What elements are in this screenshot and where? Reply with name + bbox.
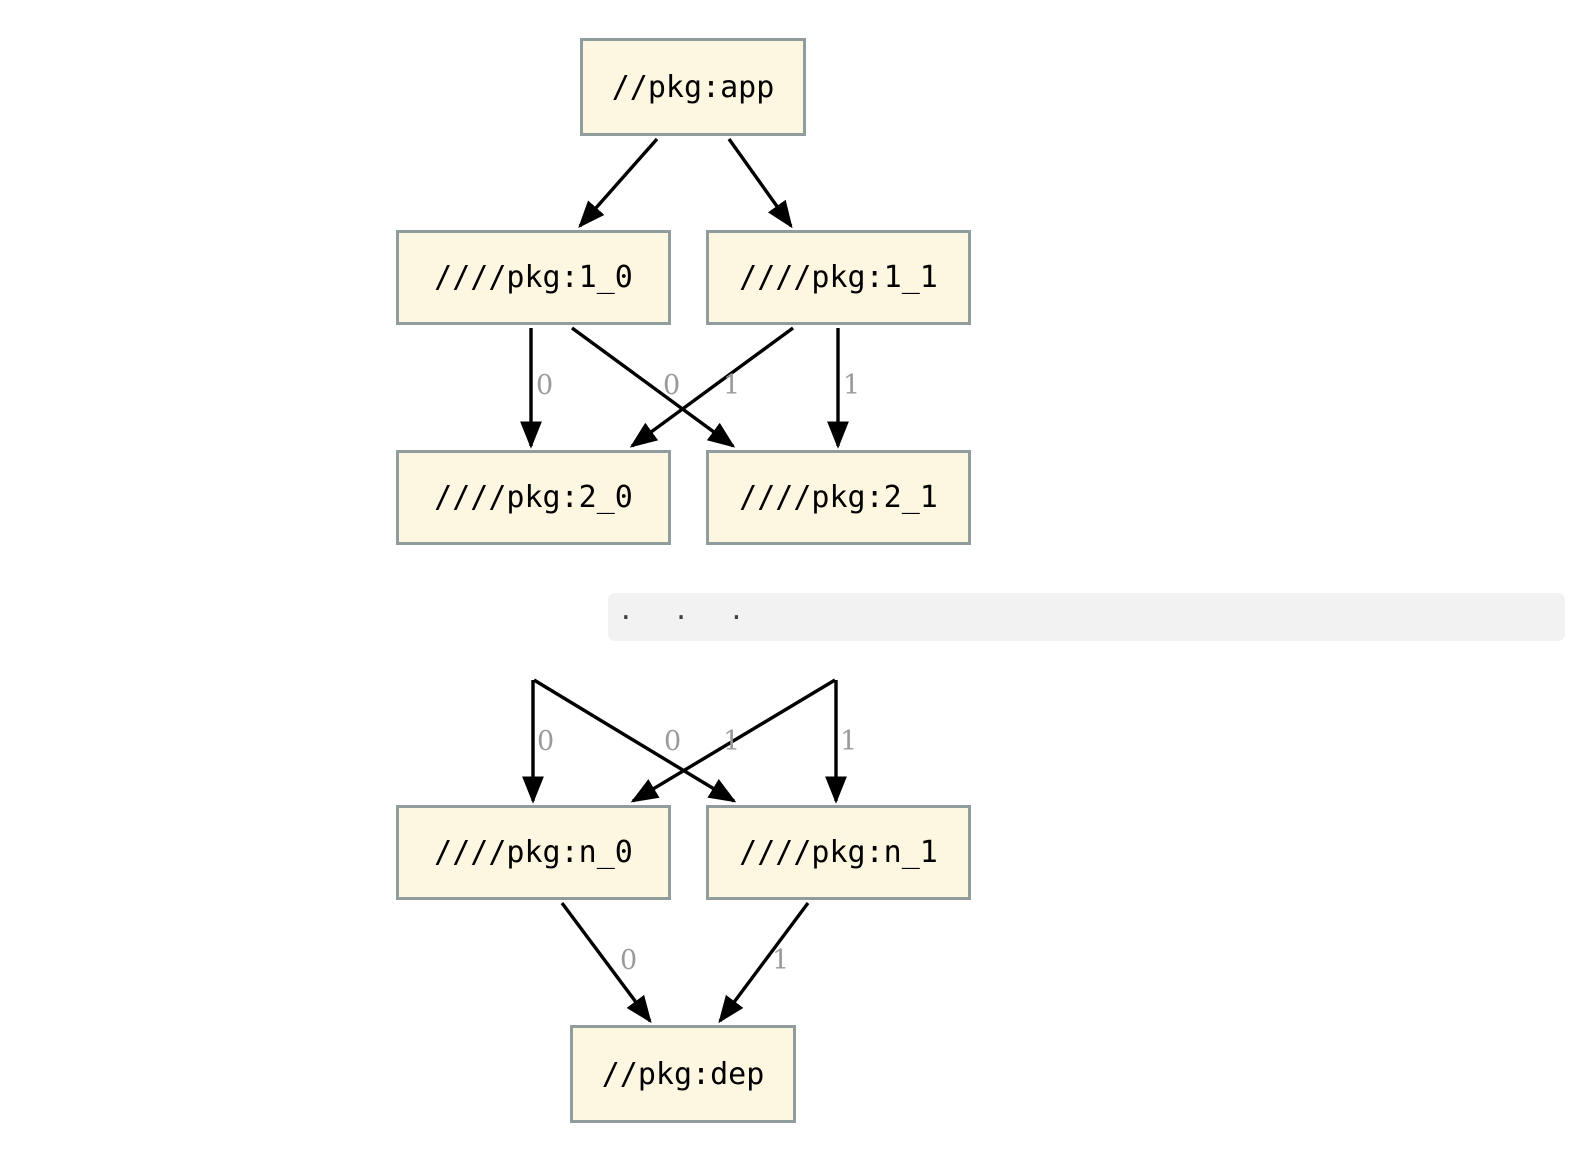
edge-label: 1 <box>723 726 741 757</box>
edge-1_0-to-2_1 <box>570 326 736 448</box>
node-label: ////pkg:2_1 <box>739 480 938 515</box>
edge-label: 1 <box>843 370 861 401</box>
edge-layer <box>520 137 849 1024</box>
edge-n_1-to-dep <box>718 901 810 1024</box>
node-label: ////pkg:1_0 <box>434 260 633 295</box>
edge-label: 0 <box>663 370 681 401</box>
edge-label: 0 <box>620 945 638 976</box>
edge-label: 1 <box>840 726 858 757</box>
node-1_1[interactable]: ////pkg:1_1 <box>706 230 971 325</box>
edge-elided-to-n_0 <box>630 678 836 803</box>
edge-label: 1 <box>772 945 790 976</box>
node-label: ////pkg:n_0 <box>434 835 633 870</box>
node-label: //pkg:app <box>611 69 775 105</box>
edge-label: 0 <box>664 726 682 757</box>
edge-1_1-to-2_0 <box>629 326 795 448</box>
edge-label: 0 <box>537 726 555 757</box>
node-label: ////pkg:1_1 <box>739 260 938 295</box>
node-label: ////pkg:n_1 <box>739 835 938 870</box>
elided-section-band: · · · <box>608 593 1565 641</box>
node-app[interactable]: //pkg:app <box>580 38 806 136</box>
node-2_1[interactable]: ////pkg:2_1 <box>706 450 971 545</box>
edge-label: 0 <box>536 370 554 401</box>
ellipsis-dots: · · · <box>618 603 757 633</box>
node-2_0[interactable]: ////pkg:2_0 <box>396 450 671 545</box>
node-n_0[interactable]: ////pkg:n_0 <box>396 805 671 900</box>
node-1_0[interactable]: ////pkg:1_0 <box>396 230 671 325</box>
node-label: //pkg:dep <box>601 1056 765 1092</box>
edge-elided-to-n_1 <box>533 678 737 803</box>
edge-label: 1 <box>723 370 741 401</box>
edge-n_0-to-dep <box>560 901 652 1024</box>
node-label: ////pkg:2_0 <box>434 480 633 515</box>
node-dep[interactable]: //pkg:dep <box>570 1025 796 1123</box>
node-n_1[interactable]: ////pkg:n_1 <box>706 805 971 900</box>
edge-app-to-1_1 <box>727 138 793 229</box>
edge-app-to-1_0 <box>578 137 659 229</box>
